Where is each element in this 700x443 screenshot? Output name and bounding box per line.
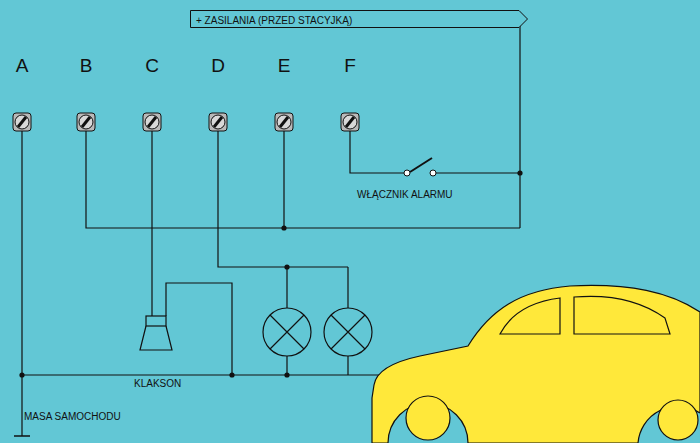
terminal-letter: A	[16, 56, 29, 75]
wire-c	[151, 131, 152, 316]
lamp-ground-wire	[287, 356, 348, 375]
terminal-letter: D	[211, 56, 225, 75]
wire-switch-supply	[436, 172, 520, 173]
terminal-letter: C	[145, 56, 159, 75]
switch-lever	[410, 158, 432, 172]
terminal-letter: B	[80, 56, 93, 75]
horn-symbol	[140, 316, 172, 350]
horn-ground-wire	[166, 283, 232, 375]
wire-f	[350, 131, 404, 173]
screw-terminal	[13, 113, 359, 131]
ground-symbol	[14, 435, 30, 437]
car-illustration	[372, 285, 700, 443]
wire-d	[218, 131, 348, 308]
wire-label: WŁĄCZNIK ALARMU	[357, 190, 453, 200]
terminal-letter: E	[278, 56, 291, 75]
supply-text: + ZASILANIA (PRZED STACYJKĄ)	[190, 14, 358, 28]
switch-contact	[430, 170, 436, 176]
wire-b-e	[86, 131, 520, 228]
wire-label: MASA SAMOCHODU	[24, 412, 121, 422]
lamp-symbol	[263, 308, 372, 356]
terminal-letter: F	[344, 56, 356, 75]
wire-label: KLAKSON	[134, 379, 181, 389]
switch-contact	[404, 170, 410, 176]
ground-wire	[22, 131, 380, 436]
supply-wire	[519, 23, 520, 228]
supply-tag: + ZASILANIA (PRZED STACYJKĄ)	[190, 10, 528, 28]
